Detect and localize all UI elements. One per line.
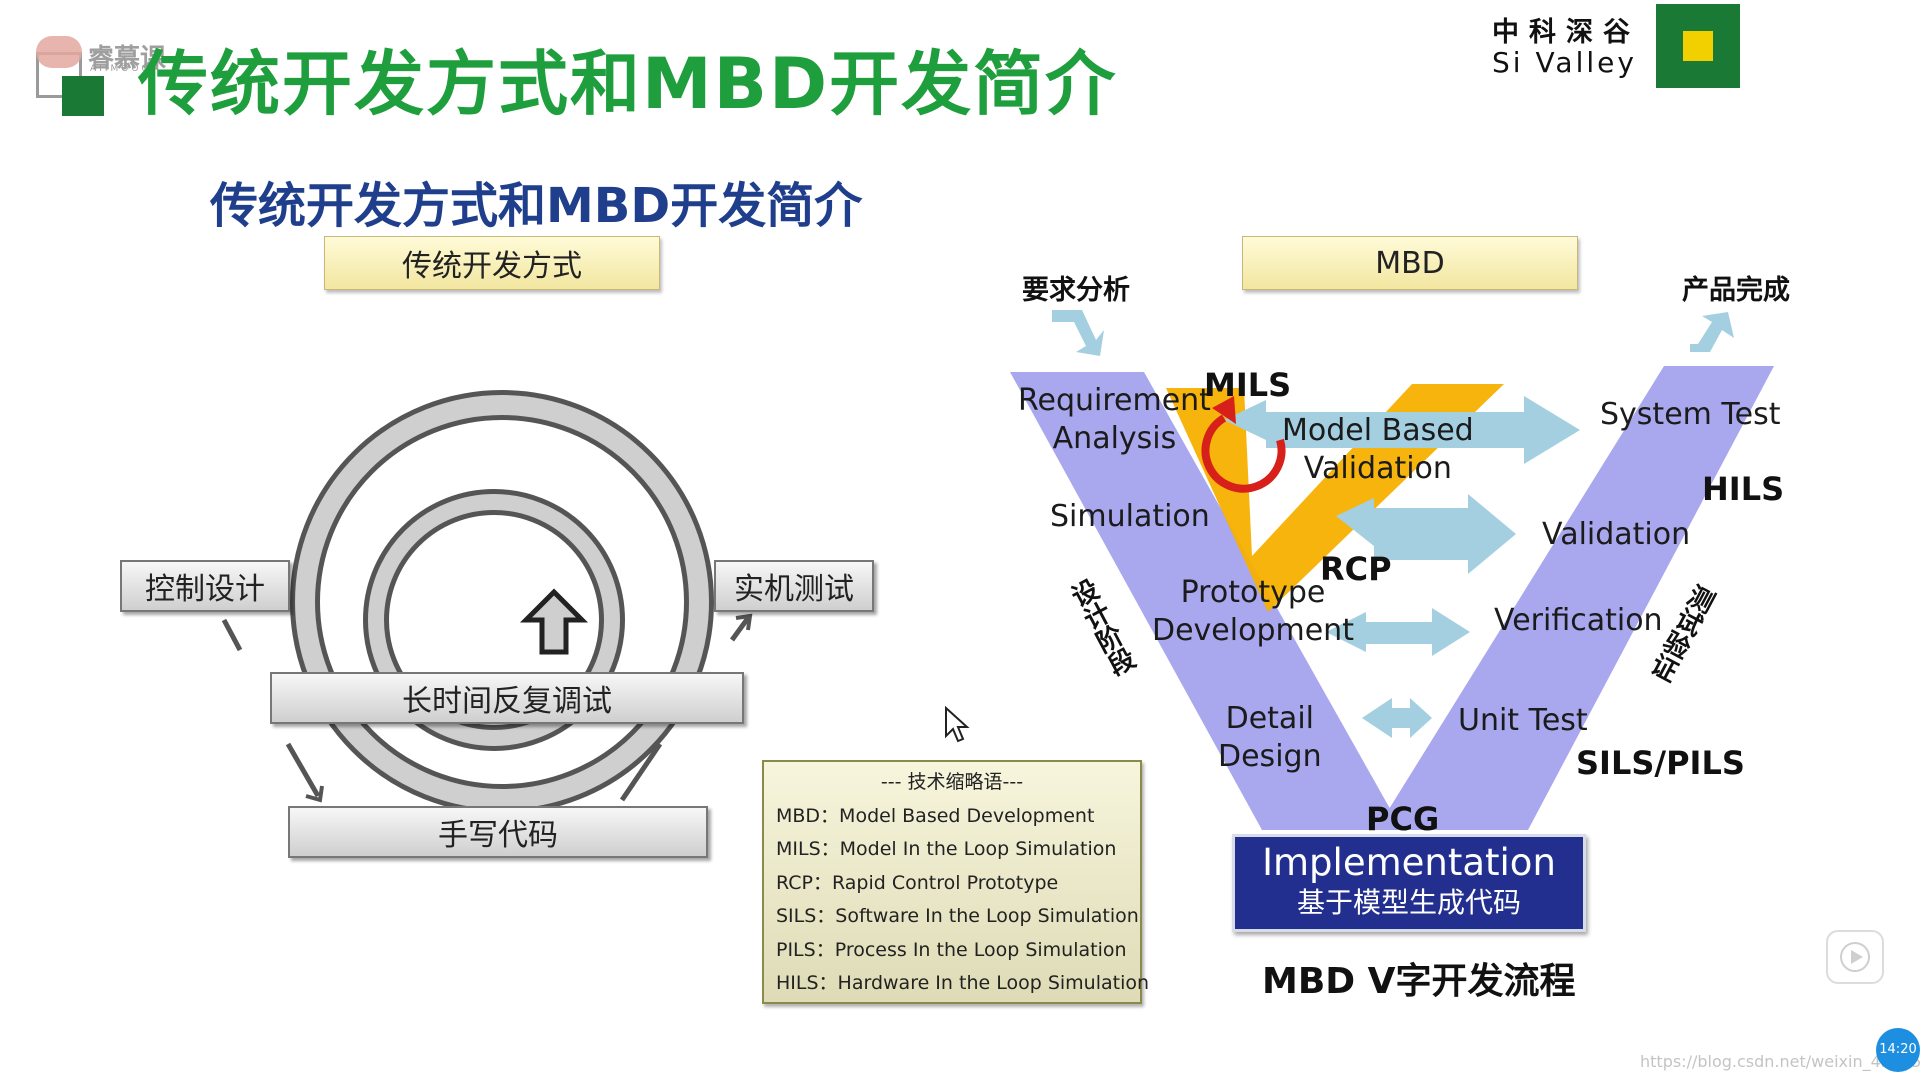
arrow-simulation-validation — [1336, 494, 1516, 574]
rcp-tag: RCP — [1320, 550, 1392, 588]
connector-left-top — [221, 618, 243, 652]
development-text: Development — [1152, 613, 1354, 648]
watermark-cloud-icon — [36, 36, 82, 68]
model-based-text: Model Based — [1282, 413, 1474, 448]
legend-item: HILS：Hardware In the Loop Simulation — [776, 972, 1150, 994]
company-name: 中科深谷 — [1492, 17, 1640, 48]
connector-right-top — [729, 616, 751, 642]
loop-red-icon — [1201, 414, 1286, 493]
mils-tag: MILS — [1204, 366, 1292, 404]
detail-text: Detail — [1225, 701, 1314, 736]
prototype-development-text: Prototype Development — [1152, 574, 1354, 650]
mbd-label: MBD — [1242, 236, 1578, 290]
legend-item: MBD：Model Based Development — [776, 804, 1095, 827]
v-flow-caption: MBD V字开发流程 — [1262, 961, 1576, 1002]
requirement-analysis-text: Requirement Analysis — [1018, 382, 1211, 458]
implementation-text: Implementation — [1262, 841, 1556, 884]
time-badge[interactable]: 14:20 — [1876, 1028, 1920, 1072]
mouse-cursor-icon — [945, 706, 970, 743]
connector-left-bottom — [285, 742, 321, 798]
watermark-url: https://blog.csdn.net/weixin_43455581 — [1640, 1052, 1920, 1071]
header-title: 传统开发方式和MBD开发简介 — [138, 43, 1118, 125]
prototype-text: Prototype — [1180, 575, 1326, 610]
model-based-validation-text: Model Based Validation — [1282, 412, 1474, 488]
outer-ring-inner — [295, 395, 709, 809]
play-button[interactable] — [1826, 930, 1884, 984]
implementation-cn-text: 基于模型生成代码 — [1296, 886, 1521, 919]
requirement-text: Requirement — [1018, 383, 1211, 418]
watermark-subtext: AIIMOOC — [90, 64, 151, 74]
legend-item: RCP：Rapid Control Prototype — [776, 871, 1059, 894]
system-test-text: System Test — [1600, 397, 1781, 432]
analysis-text: Analysis — [1052, 421, 1177, 456]
inner-ring-inner — [368, 494, 620, 746]
right-arrow-head — [735, 613, 753, 631]
arrow-product-out — [1690, 312, 1734, 352]
design-text: Design — [1218, 739, 1322, 774]
up-arrow-icon — [519, 588, 589, 655]
v-right-arm — [1376, 366, 1774, 830]
arrow-req-in — [1052, 310, 1104, 356]
center-validation-text: Validation — [1303, 451, 1452, 486]
play-icon — [1840, 942, 1870, 972]
traditional-label: 传统开发方式 — [324, 236, 660, 290]
validation-text: Validation — [1542, 517, 1691, 552]
legend-item: MILS：Model In the Loop Simulation — [776, 838, 1117, 860]
company-name-en: Si Valley — [1492, 46, 1637, 79]
detail-design-text: Detail Design — [1218, 700, 1322, 776]
hardware-test-box: 实机测试 — [714, 560, 874, 612]
arrow-prototype-verification — [1326, 608, 1470, 656]
arrow-model-validation — [1224, 396, 1580, 464]
hand-code-box: 手写代码 — [288, 806, 708, 858]
v-left-arm — [1010, 372, 1402, 830]
product-done-cn: 产品完成 — [1682, 275, 1790, 306]
traditional-cycle-diagram — [221, 390, 753, 814]
slide-title: 传统开发方式和MBD开发简介 — [210, 178, 863, 234]
req-analysis-cn: 要求分析 — [1022, 275, 1130, 306]
verification-text: Verification — [1494, 603, 1663, 638]
legend-item: PILS：Process In the Loop Simulation — [776, 938, 1127, 961]
legend-item: SILS：Software In the Loop Simulation — [776, 905, 1139, 927]
company-logo-icon — [1656, 4, 1740, 88]
control-design-box: 控制设计 — [120, 560, 290, 612]
loop-red-arrowhead — [1212, 396, 1236, 424]
hils-tag: HILS — [1702, 470, 1785, 508]
sils-pils-tag: SILS/PILS — [1576, 744, 1745, 782]
long-debug-box: 长时间反复调试 — [270, 672, 744, 724]
unit-test-text: Unit Test — [1458, 703, 1588, 738]
logo-green-square — [62, 76, 104, 116]
legend-title: --- 技术缩略语--- — [880, 771, 1024, 793]
pcg-tag: PCG — [1366, 800, 1440, 838]
implementation-box: Implementation 基于模型生成代码 — [1232, 834, 1586, 932]
connector-right-bottom — [619, 742, 663, 802]
simulation-text: Simulation — [1050, 499, 1210, 534]
abbreviation-legend: --- 技术缩略语--- MBD：Model Based Development… — [762, 760, 1150, 1004]
arrow-detail-unittest — [1362, 698, 1432, 738]
watermark-text: 睿慕课 — [88, 44, 167, 74]
left-arrow-head — [305, 785, 324, 803]
